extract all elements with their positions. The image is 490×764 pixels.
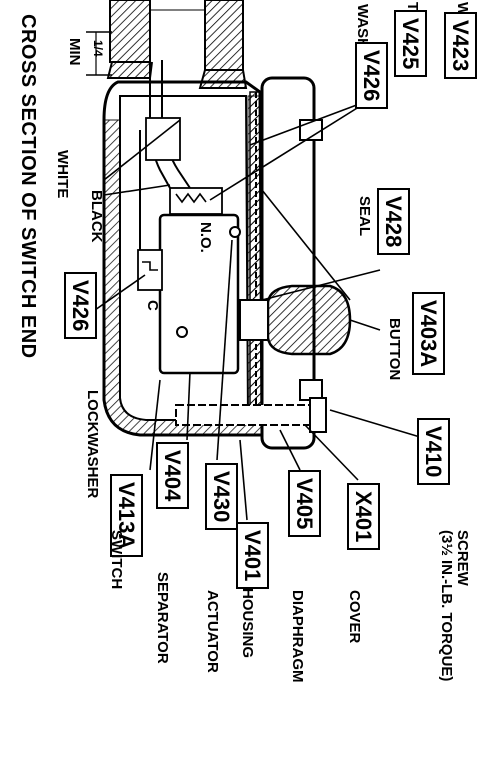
label-min-fraction: 1/4	[91, 40, 105, 57]
part-v426-top: V426	[355, 42, 388, 110]
part-v425: V425	[394, 10, 427, 78]
micro-switch	[137, 187, 241, 375]
part-v423: V423	[444, 12, 477, 80]
part-v426-bottom: V426	[64, 272, 97, 340]
label-contact-c: C	[144, 300, 161, 311]
screw	[175, 397, 327, 433]
label-button: BUTTON	[386, 318, 403, 381]
part-v430: V430	[205, 463, 238, 531]
part-v404: V404	[156, 442, 189, 510]
label-torque: (3½ IN.-LB. TORQUE)	[438, 530, 455, 682]
part-v405: V405	[288, 470, 321, 538]
label-screw: SCREW	[454, 530, 471, 586]
part-v428: V428	[377, 188, 410, 256]
threaded-fitting	[106, 0, 248, 89]
label-separator: SEPARATOR	[154, 572, 171, 664]
label-black: BLACK	[88, 190, 105, 243]
label-diaphragm: DIAPHRAGM	[289, 590, 306, 683]
label-seal: SEAL	[356, 196, 373, 237]
label-housing: HOUSING	[239, 588, 256, 659]
housing-body	[102, 80, 264, 437]
label-actuator: ACTUATOR	[204, 590, 221, 673]
part-v403a: V403A	[412, 292, 445, 376]
label-lockwasher: LOCKWASHER	[84, 390, 101, 499]
label-white: WHITE	[54, 150, 71, 199]
part-x401: X401	[347, 483, 380, 551]
label-min: MIN	[66, 38, 83, 66]
diagram-title: CROSS SECTION OF SWITCH END	[17, 14, 39, 359]
leader-lines	[94, 99, 431, 521]
part-v410: V410	[417, 418, 450, 486]
label-switch: SWITCH	[108, 530, 125, 590]
label-contact-no: N.O.	[197, 222, 214, 253]
part-v401: V401	[236, 522, 269, 590]
label-cover: COVER	[346, 590, 363, 644]
cover-diaphragm	[249, 76, 323, 450]
min-dimension	[86, 31, 112, 76]
